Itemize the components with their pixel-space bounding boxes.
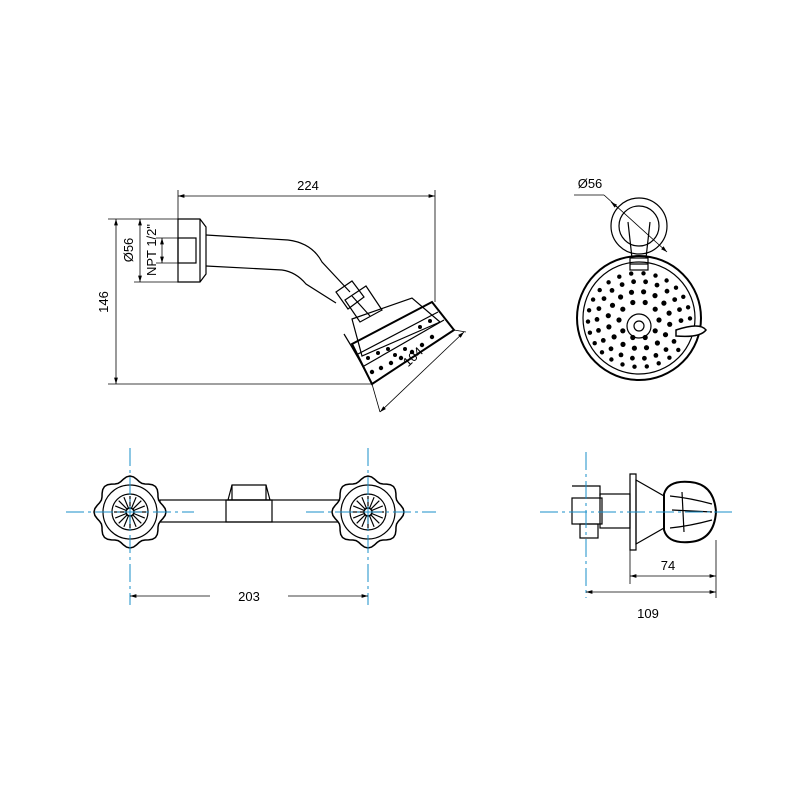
nozzle-hole — [656, 317, 662, 323]
dim-valve-depth-inner: 74 — [661, 558, 675, 573]
nozzle-hole — [616, 317, 622, 323]
nozzle-hole — [609, 302, 616, 308]
nozzle-hole — [611, 334, 617, 340]
nozzle-hole — [608, 346, 614, 352]
nozzle-hole — [606, 280, 611, 285]
nozzle-hole — [685, 305, 691, 310]
nozzle-hole — [652, 293, 658, 299]
nozzle-hole — [678, 318, 684, 323]
shower-arm-side-view: 224 146 Ø56 NPT 1/2" 104 — [96, 178, 467, 413]
nozzle-hole — [618, 352, 624, 358]
shower-head-front-view: Ø56 — [574, 176, 707, 381]
nozzle-hole — [656, 361, 661, 366]
nozzle-hole — [664, 278, 669, 283]
nozzle-hole — [631, 345, 638, 351]
nozzle-hole — [596, 306, 602, 311]
nozzle-hole — [594, 317, 600, 322]
dim-thread: NPT 1/2" — [144, 224, 159, 276]
nozzle-hole — [630, 355, 635, 361]
nozzle-hole — [687, 316, 693, 321]
nozzle-hole — [620, 328, 626, 334]
nozzle-hole — [592, 341, 597, 346]
nozzle-hole — [630, 334, 636, 341]
nozzle-hole — [629, 271, 634, 276]
dim-valve-spacing: 203 — [238, 589, 260, 604]
valve-front-view: 203 — [66, 448, 436, 605]
nozzle-hole — [663, 347, 669, 352]
nozzle-hole — [672, 297, 678, 302]
nozzle-hole — [643, 279, 648, 285]
dim-valve-depth-outer: 109 — [637, 606, 659, 621]
dim-flange-diameter: Ø56 — [121, 238, 136, 263]
nozzle-hole — [609, 288, 615, 293]
nozzle-hole — [619, 282, 625, 287]
nozzle-hole — [654, 282, 660, 288]
nozzle-hole — [652, 328, 658, 334]
nozzle-hole — [667, 355, 672, 360]
nozzle-hole — [653, 273, 658, 278]
nozzle-hole — [661, 300, 667, 306]
dim-front-flange-diameter: Ø56 — [578, 176, 603, 191]
nozzle-hole — [654, 340, 661, 346]
nozzle-hole — [631, 279, 636, 285]
nozzle-hole — [642, 355, 647, 361]
nozzle-hole — [620, 362, 625, 367]
nozzle-hole — [600, 338, 606, 343]
nozzle-hole — [618, 294, 624, 300]
nozzle-hole — [681, 294, 686, 299]
nozzle-hole — [632, 364, 637, 369]
nozzle-hole — [601, 296, 607, 301]
nozzle-hole — [673, 285, 679, 290]
nozzle-hole — [620, 341, 626, 347]
dim-total-height: 146 — [96, 291, 111, 313]
nozzle-hole — [677, 307, 682, 312]
nozzle-hole — [617, 274, 622, 279]
nozzle-hole — [652, 306, 658, 312]
nozzle-hole — [590, 297, 596, 302]
nozzle-hole — [585, 319, 591, 324]
nozzle-hole — [605, 313, 611, 319]
nozzle-hole — [587, 330, 593, 335]
nozzle-hole — [596, 328, 601, 333]
valve-side-view: 74 109 — [540, 452, 736, 621]
dim-arm-length: 224 — [297, 178, 319, 193]
nozzle-hole — [664, 288, 670, 294]
nozzle-hole — [644, 364, 649, 369]
nozzle-hole — [642, 334, 648, 341]
nozzle-hole — [628, 289, 635, 295]
nozzle-hole — [641, 289, 647, 295]
nozzle-hole — [642, 299, 648, 306]
nozzle-hole — [630, 299, 636, 306]
nozzle-hole — [609, 357, 614, 362]
front-nozzles — [585, 271, 693, 369]
nozzle-hole — [667, 321, 673, 327]
nozzle-hole — [641, 271, 646, 276]
nozzle-hole — [586, 308, 592, 313]
nozzle-hole — [662, 332, 669, 338]
nozzle-hole — [620, 306, 626, 312]
nozzle-hole — [653, 353, 659, 358]
nozzle-hole — [606, 324, 612, 330]
nozzle-hole — [676, 347, 681, 353]
nozzle-hole — [599, 350, 605, 355]
nozzle-hole — [666, 310, 672, 316]
nozzle-hole — [671, 339, 677, 344]
nozzle-hole — [643, 345, 650, 351]
nozzle-hole — [597, 287, 602, 293]
